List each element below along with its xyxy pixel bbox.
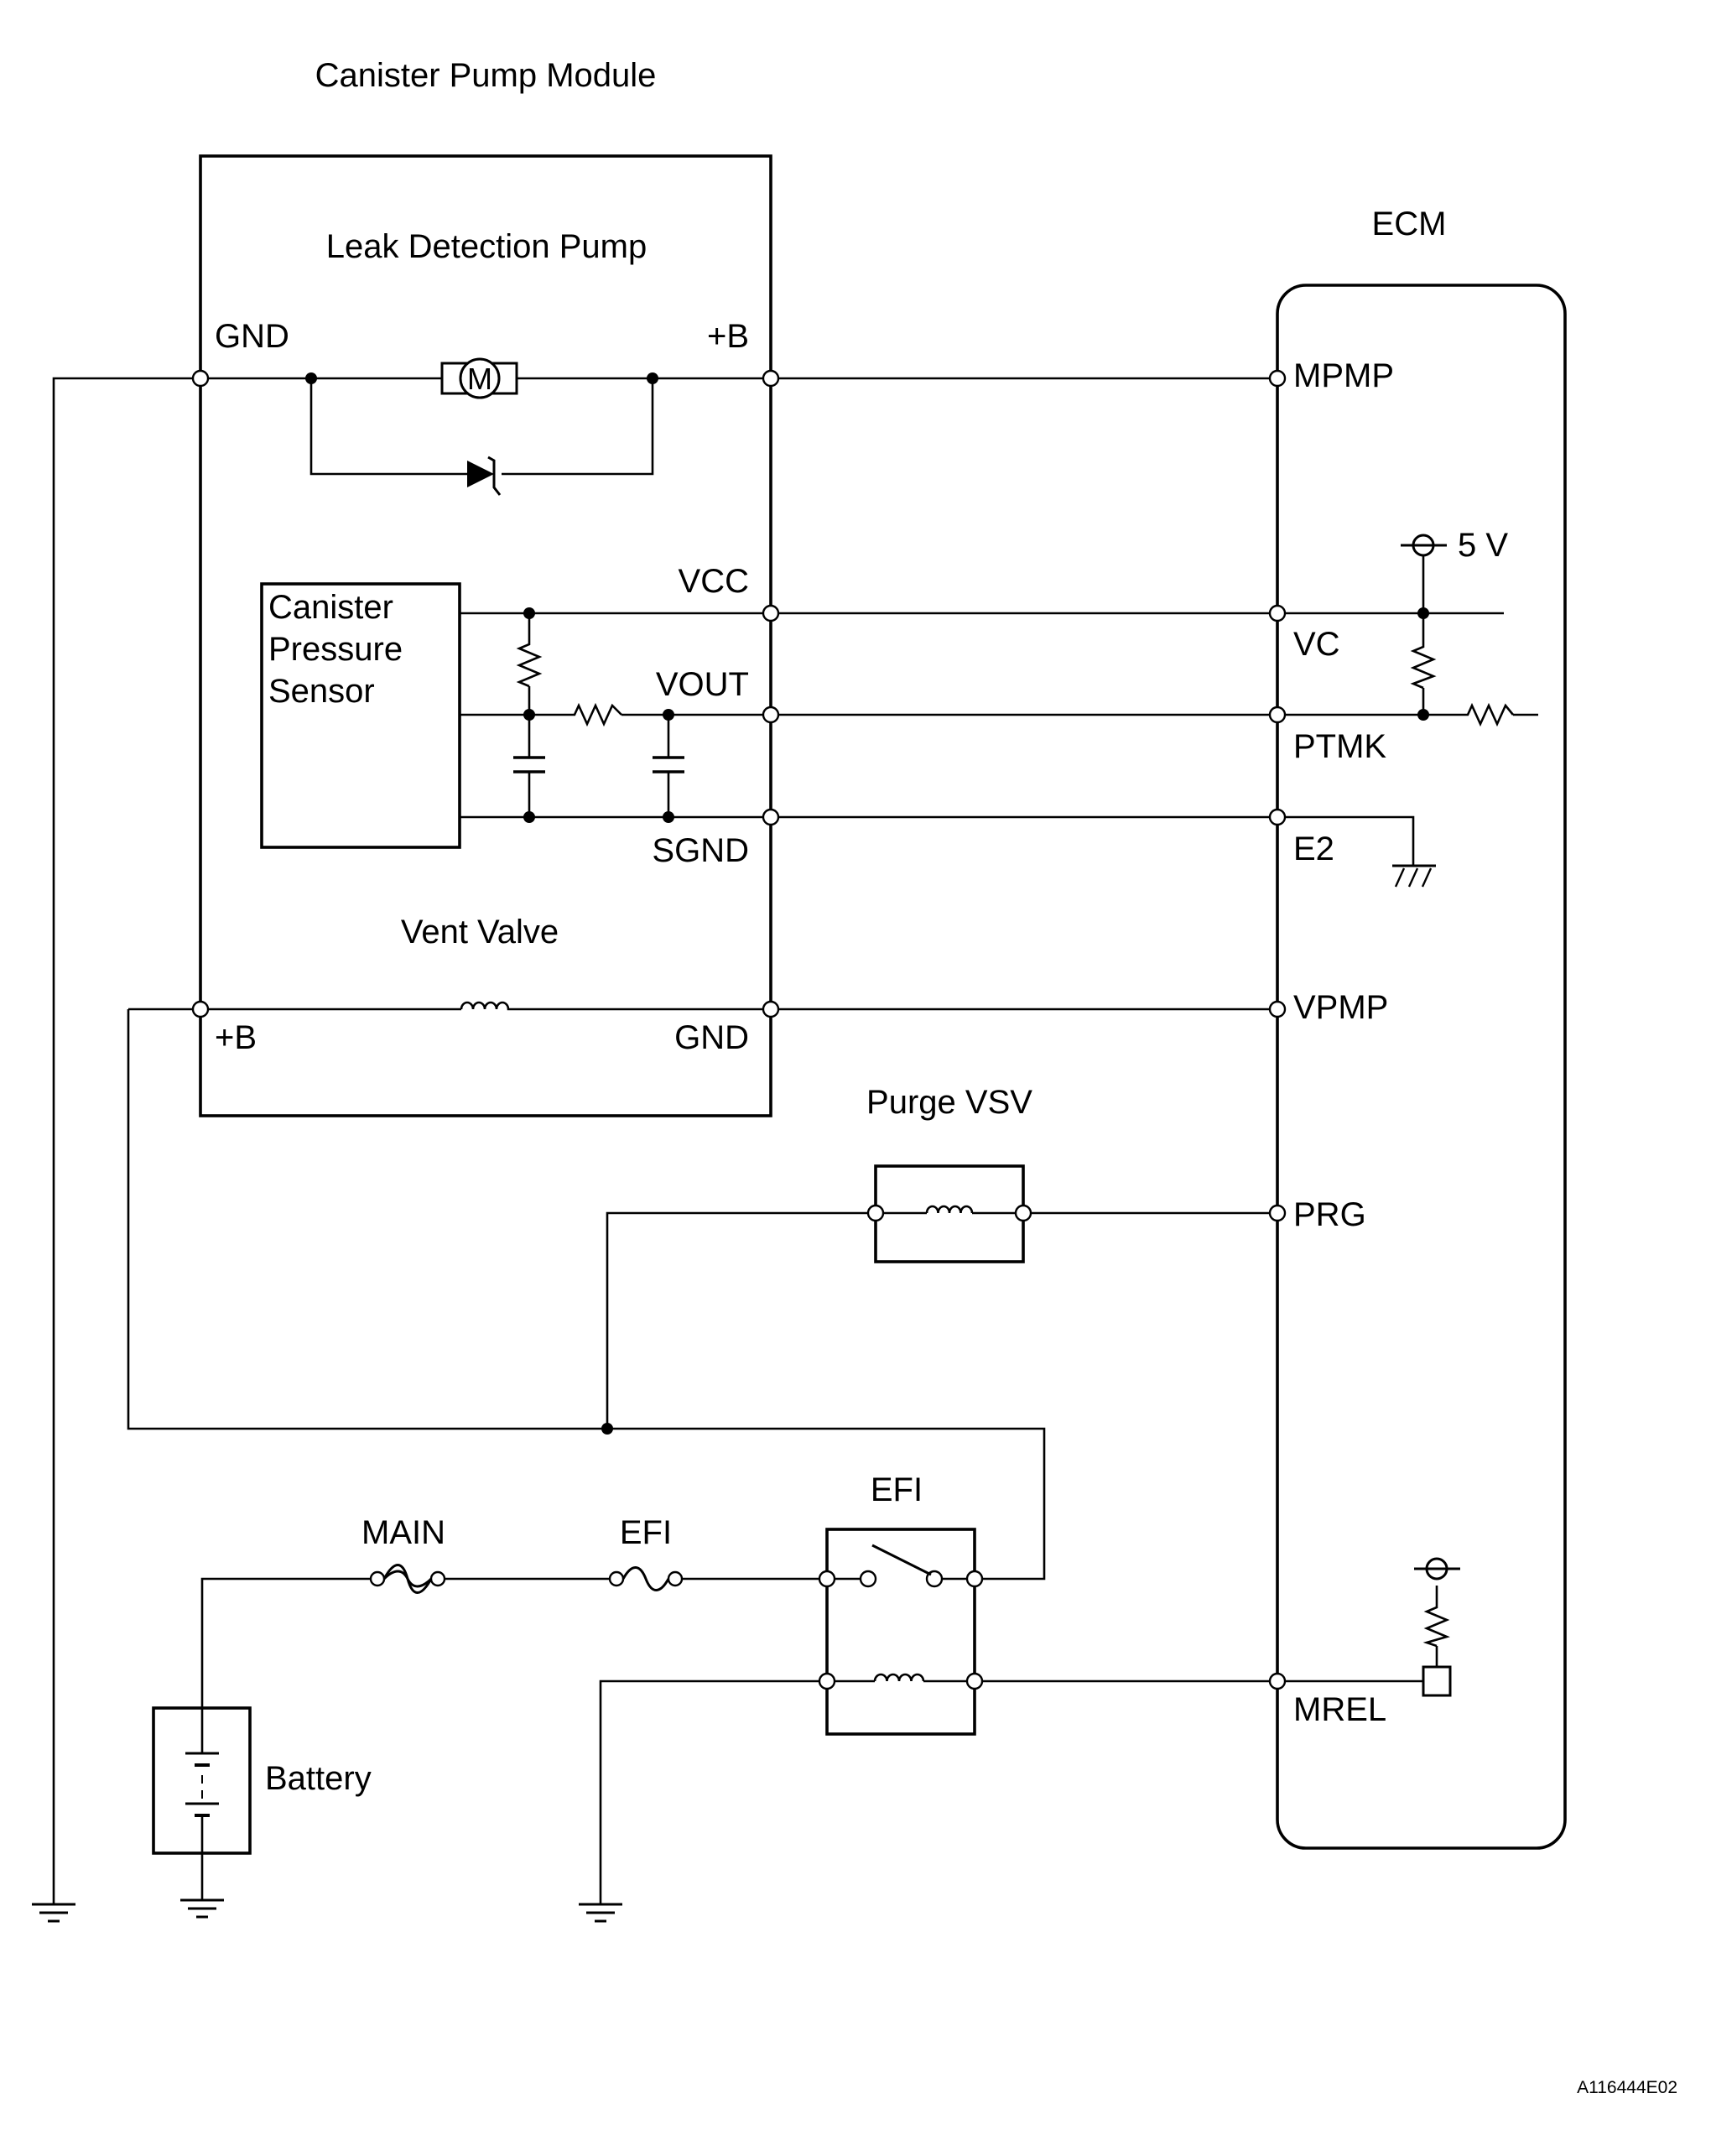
ecm-title: ECM bbox=[1372, 206, 1447, 242]
canister-pressure-sensor-box bbox=[260, 582, 461, 849]
vent-valve-coil bbox=[460, 1001, 518, 1011]
ground-symbol-ecm bbox=[1392, 864, 1436, 888]
wires bbox=[52, 377, 1538, 1904]
efi-fuse-label: EFI bbox=[620, 1514, 672, 1551]
efi-relay-title: EFI bbox=[871, 1471, 923, 1508]
mrel-driver-box bbox=[1422, 1665, 1452, 1697]
ecm-pullup-resistor bbox=[1410, 642, 1437, 690]
main-fuse-label: MAIN bbox=[361, 1514, 445, 1551]
sensor-series-resistor bbox=[569, 702, 622, 727]
vent-plus-b-label: +B bbox=[215, 1019, 257, 1056]
main-fuse bbox=[369, 1564, 446, 1594]
connector-terminals bbox=[191, 369, 1287, 1690]
purge-vsv-coil bbox=[925, 1205, 974, 1214]
efi-fuse bbox=[608, 1566, 684, 1591]
ecm-pin-vc: VC bbox=[1293, 626, 1340, 663]
junction-dots bbox=[305, 372, 1429, 1435]
ecm-5v-supply-symbol bbox=[1401, 534, 1447, 557]
sensor-label-line-2: Pressure bbox=[268, 631, 403, 668]
vcc-label: VCC bbox=[679, 563, 749, 600]
ground-symbol-battery bbox=[180, 1898, 224, 1919]
pump-plus-b-label: +B bbox=[707, 318, 749, 355]
battery-cells bbox=[185, 1708, 219, 1853]
ecm-pin-mpmp: MPMP bbox=[1293, 357, 1394, 394]
mrel-supply-symbol bbox=[1414, 1557, 1460, 1581]
vout-label: VOUT bbox=[656, 666, 749, 703]
vent-gnd-label: GND bbox=[674, 1019, 749, 1056]
motor-label: M bbox=[467, 362, 492, 396]
sensor-capacitor-2 bbox=[653, 756, 684, 773]
ecm-5v-label: 5 V bbox=[1458, 527, 1508, 564]
sensor-pullup-resistor bbox=[516, 639, 543, 688]
sgnd-label: SGND bbox=[652, 832, 749, 869]
ecm-pin-mrel: MREL bbox=[1293, 1691, 1386, 1728]
sensor-label-line-1: Canister bbox=[268, 589, 393, 626]
efi-relay-switch bbox=[859, 1544, 944, 1588]
ecm-pin-e2: E2 bbox=[1293, 831, 1334, 867]
mrel-pullup-resistor bbox=[1422, 1602, 1450, 1648]
ground-symbol-left bbox=[32, 1903, 75, 1923]
vent-valve-title: Vent Valve bbox=[401, 914, 559, 950]
ecm-pin-vpmp: VPMP bbox=[1293, 989, 1388, 1026]
battery-label: Battery bbox=[265, 1760, 372, 1797]
ground-symbol-relay bbox=[579, 1903, 622, 1923]
motor-symbol: M bbox=[440, 357, 518, 399]
canister-pump-module-title: Canister Pump Module bbox=[315, 57, 657, 94]
ecm-series-resistor bbox=[1463, 702, 1515, 727]
ecm-pin-prg: PRG bbox=[1293, 1196, 1366, 1233]
ecm-pin-ptmk: PTMK bbox=[1293, 728, 1386, 765]
sensor-label-line-3: Sensor bbox=[268, 673, 375, 710]
ecm-box bbox=[1276, 284, 1567, 1850]
leak-detection-pump-title: Leak Detection Pump bbox=[326, 228, 647, 265]
efi-relay-box bbox=[825, 1528, 976, 1736]
zener-diode-symbol bbox=[467, 456, 502, 496]
purge-vsv-title: Purge VSV bbox=[866, 1084, 1032, 1121]
pump-gnd-label: GND bbox=[215, 318, 289, 355]
efi-relay-coil bbox=[873, 1673, 925, 1682]
figure-id: A116444E02 bbox=[1577, 2078, 1677, 2097]
sensor-capacitor-1 bbox=[513, 756, 545, 773]
